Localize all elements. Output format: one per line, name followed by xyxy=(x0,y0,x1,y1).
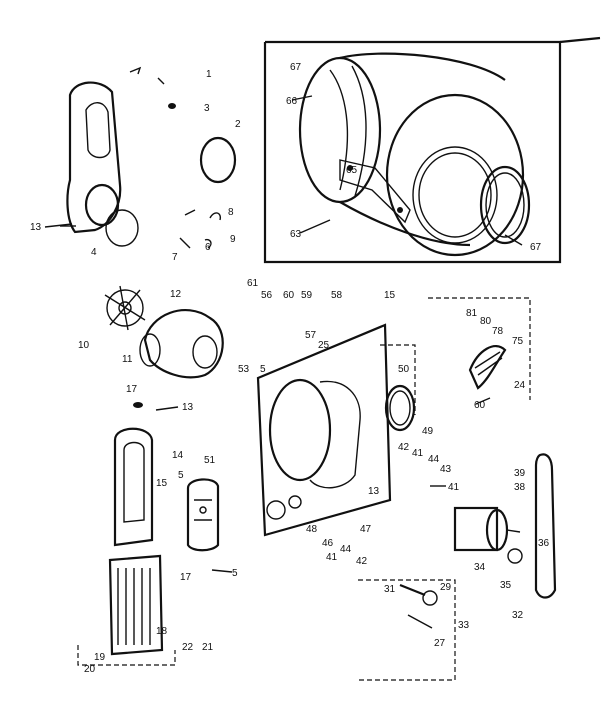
label-41c: 41 xyxy=(326,552,338,563)
label-12: 12 xyxy=(170,289,182,300)
label-17a: 17 xyxy=(126,384,138,395)
label-78: 78 xyxy=(492,326,504,337)
gasket-ring-2 xyxy=(199,136,237,184)
label-31: 31 xyxy=(384,584,396,595)
blower-wheel xyxy=(104,285,146,331)
label-65: 65 xyxy=(346,165,358,176)
label-67b: 67 xyxy=(530,242,542,253)
label-5c: 5 xyxy=(232,568,238,579)
drum-seal-ring xyxy=(479,165,531,245)
label-11: 11 xyxy=(122,354,133,365)
label-3: 3 xyxy=(204,103,210,114)
small-parts-upper xyxy=(129,66,222,249)
label-44a: 44 xyxy=(428,454,440,465)
label-43: 43 xyxy=(440,464,452,475)
blower-housing xyxy=(139,308,224,379)
idler-pulley xyxy=(399,583,438,629)
label-42: 42 xyxy=(398,442,410,453)
label-18: 18 xyxy=(156,626,168,637)
label-29: 29 xyxy=(440,582,452,593)
label-46: 46 xyxy=(322,538,334,549)
label-21: 21 xyxy=(202,642,214,653)
label-47: 47 xyxy=(360,524,372,535)
label-39: 39 xyxy=(514,468,526,479)
door-switch-cover xyxy=(186,478,220,552)
label-22: 22 xyxy=(182,642,194,653)
heater-element xyxy=(77,554,176,666)
label-34: 34 xyxy=(474,562,486,573)
label-81: 81 xyxy=(466,308,478,319)
label-13a: 13 xyxy=(30,222,42,233)
label-20: 20 xyxy=(84,664,96,675)
label-44b: 44 xyxy=(340,544,352,555)
label-41b: 41 xyxy=(448,482,460,493)
label-36: 36 xyxy=(538,538,550,549)
label-9: 9 xyxy=(230,234,236,245)
callout-labels: 1 3 2 13 4 8 9 7 6 67 66 65 63 67 12 10 … xyxy=(30,62,550,675)
thermostat xyxy=(468,345,507,390)
label-49: 49 xyxy=(422,426,434,437)
label-32: 32 xyxy=(512,610,524,621)
label-15a: 15 xyxy=(384,290,396,301)
label-50: 50 xyxy=(398,364,410,375)
label-67a: 67 xyxy=(290,62,302,73)
label-80: 80 xyxy=(480,316,492,327)
label-13b: 13 xyxy=(182,402,194,413)
leader-lines xyxy=(44,95,523,573)
label-4: 4 xyxy=(91,247,97,258)
label-6: 6 xyxy=(205,242,211,253)
label-10: 10 xyxy=(78,340,90,351)
label-60b: 60 xyxy=(474,400,486,411)
label-53: 53 xyxy=(238,364,250,375)
drive-belt xyxy=(534,453,557,599)
label-51: 51 xyxy=(204,455,216,466)
rear-bulkhead xyxy=(256,323,392,537)
label-8: 8 xyxy=(228,207,234,218)
drum-bracket xyxy=(339,159,411,224)
drive-motor xyxy=(453,506,523,564)
label-63: 63 xyxy=(290,229,302,240)
label-48: 48 xyxy=(306,524,318,535)
label-66: 66 xyxy=(286,96,298,107)
label-24: 24 xyxy=(514,380,526,391)
label-41a: 41 xyxy=(412,448,424,459)
drum-inset-box xyxy=(263,36,601,264)
label-57: 57 xyxy=(305,330,317,341)
label-25: 25 xyxy=(318,340,330,351)
label-5a: 5 xyxy=(260,364,266,375)
label-60a: 60 xyxy=(283,290,295,301)
label-59: 59 xyxy=(301,290,313,301)
label-38: 38 xyxy=(514,482,526,493)
label-27: 27 xyxy=(434,638,446,649)
thermostat-bracket xyxy=(428,297,531,400)
lint-filter xyxy=(384,384,416,432)
label-5b: 5 xyxy=(178,470,184,481)
label-1: 1 xyxy=(206,69,212,80)
label-33: 33 xyxy=(458,620,470,631)
label-13c: 13 xyxy=(368,486,380,497)
label-15b: 15 xyxy=(156,478,168,489)
terminal-block-bracket xyxy=(380,344,416,415)
idler-bracket xyxy=(358,579,456,681)
label-42b: 42 xyxy=(356,556,368,567)
label-58: 58 xyxy=(331,290,343,301)
lint-duct xyxy=(113,402,154,547)
label-7: 7 xyxy=(172,252,178,263)
label-75: 75 xyxy=(512,336,524,347)
label-17b: 17 xyxy=(180,572,192,583)
label-35: 35 xyxy=(500,580,512,591)
label-19: 19 xyxy=(94,652,106,663)
label-61: 61 xyxy=(247,278,259,289)
label-14: 14 xyxy=(172,450,184,461)
label-56: 56 xyxy=(261,290,273,301)
front-duct-assembly xyxy=(60,81,139,247)
label-2: 2 xyxy=(235,119,241,130)
drum xyxy=(298,52,525,257)
